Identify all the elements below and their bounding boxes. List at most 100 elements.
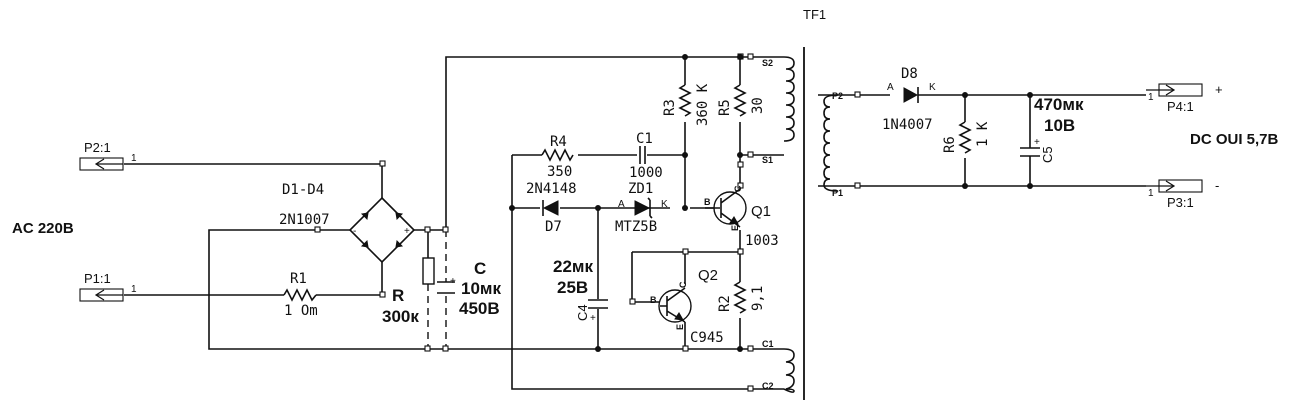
connector-p4-polarity: + (1215, 82, 1223, 97)
zd1-value: MTZ5B (615, 219, 657, 235)
c5-value: 470мк (1034, 95, 1084, 114)
r4-value: 350 (547, 164, 572, 180)
junction-dot (509, 205, 515, 211)
pin-p2-label: P2 (832, 91, 843, 101)
bridge-rectifier[interactable]: - + D1-D4 2N1007 (279, 160, 416, 298)
input-voltage-label: AC 220B (12, 220, 74, 237)
junction-dot (737, 346, 743, 352)
connector-p1-label: P1:1 (84, 271, 111, 286)
bridge-diode-2-icon (395, 212, 404, 221)
c4-ref: C4 (575, 304, 590, 321)
r4-ref: R4 (550, 134, 567, 150)
c5-voltage: 10B (1044, 116, 1075, 135)
c1-ref: C1 (636, 131, 653, 147)
c-value: 10мк (461, 279, 501, 298)
wire-left-bus (511, 155, 740, 390)
secondary-winding-icon (823, 94, 839, 192)
connector-p3-label: P3:1 (1167, 195, 1194, 210)
diode-d8[interactable]: A K D8 1N4007 (882, 66, 936, 133)
d8-value: 1N4007 (882, 117, 933, 133)
c-polarity: + (450, 276, 456, 287)
zd1-cathode-label: K (661, 199, 668, 210)
resistor-r4[interactable]: R4 350 (541, 134, 574, 180)
r-value: 300к (382, 307, 419, 326)
c4-voltage: 25B (557, 278, 588, 297)
transistor-q1[interactable]: B C E Q1 1003 (704, 182, 779, 255)
resistor-r1[interactable]: R1 1 Om (283, 271, 318, 319)
c5-polarity: + (1034, 137, 1040, 148)
junctions (509, 54, 1033, 352)
resistor-r5[interactable]: R5 30 (717, 84, 766, 117)
junction-dot (962, 183, 968, 189)
feedback-winding-icon (783, 348, 795, 393)
wires (124, 56, 1146, 390)
resistor-r[interactable]: R 300к (382, 226, 435, 352)
q2-collector-label: C (678, 281, 688, 288)
bridge-plus: + (404, 226, 410, 237)
primary-winding-icon (783, 56, 795, 142)
junction-dot (682, 205, 688, 211)
bridge-diode-4-icon (395, 239, 404, 248)
d8-anode-label: A (887, 82, 894, 93)
resistor-r3[interactable]: R3 360 K (662, 83, 711, 126)
junction-dot (962, 92, 968, 98)
wire-bridge-minus-return (208, 229, 740, 350)
zd1-anode-label: A (618, 199, 625, 210)
connector-p4-label: P4:1 (1167, 99, 1194, 114)
junction-dot (737, 54, 743, 60)
q1-value: 1003 (745, 233, 779, 249)
capacitor-c[interactable]: + C 10мк 450B (437, 226, 501, 352)
capacitor-c4[interactable]: + 22мк 25B C4 (553, 257, 608, 324)
q1-emitter-label: E (730, 225, 740, 231)
q2-emitter-arrow-icon (674, 312, 684, 321)
q1-ref: Q1 (751, 203, 771, 220)
bridge-minus: - (353, 226, 356, 237)
diode-d7[interactable]: 2N4148 D7 (526, 181, 577, 235)
r3-value: 360 K (695, 83, 711, 126)
bridge-ref: D1-D4 (282, 182, 324, 198)
junction-dot (595, 346, 601, 352)
r5-ref: R5 (717, 99, 733, 116)
connector-p2-pin: 1 (131, 153, 137, 164)
r6-value: 1 K (975, 121, 991, 147)
r6-ref: R6 (942, 136, 958, 153)
capacitor-c1[interactable]: C1 1000 (629, 131, 663, 181)
r5-value: 30 (750, 97, 766, 114)
zd1-ref: ZD1 (628, 181, 653, 197)
wire-p2 (124, 163, 383, 198)
bridge-diode-1-icon (360, 212, 369, 221)
resistor-r2[interactable]: R2 9,1 (717, 248, 766, 314)
r2-ref: R2 (717, 295, 733, 312)
connector-p3[interactable]: P3:1 1 - (1146, 178, 1219, 210)
d7-ref: D7 (545, 219, 562, 235)
c5-ref: C5 (1040, 146, 1055, 163)
c1-value: 1000 (629, 165, 663, 181)
pin-s2-label: S2 (762, 58, 773, 68)
d7-value: 2N4148 (526, 181, 577, 197)
bridge-diode-3-icon (360, 239, 369, 248)
transformer-tf1[interactable]: S2 S1 C1 C2 P2 P1 (737, 47, 861, 400)
zener-zd1[interactable]: A K ZD1 MTZ5B (615, 181, 668, 235)
output-voltage-label: DC OUI 5,7B (1190, 131, 1279, 148)
q1-base-label: B (704, 197, 711, 207)
junction-dot (682, 152, 688, 158)
junction-dot (682, 54, 688, 60)
c4-polarity: + (590, 313, 596, 324)
d8-ref: D8 (901, 66, 918, 82)
wire-r5-s1 (739, 122, 784, 156)
pin-c2-label: C2 (762, 381, 774, 391)
capacitor-c5[interactable]: + C5 470мк 10B (1020, 95, 1084, 163)
connector-p3-pin: 1 (1148, 188, 1154, 199)
transistor-q2[interactable]: B C E Q2 C945 (629, 248, 724, 352)
pin-c1-label: C1 (762, 339, 774, 349)
q1-emitter-arrow-icon (729, 216, 739, 225)
r1-value: 1 Om (284, 303, 318, 319)
connector-p1[interactable]: P1:1 1 (79, 271, 137, 302)
junction-dot (595, 205, 601, 211)
bridge-value: 2N1007 (279, 212, 330, 228)
connector-p2[interactable]: P2:1 1 (79, 140, 137, 171)
connector-p4[interactable]: P4:1 1 + (1146, 82, 1223, 114)
resistor-r6[interactable]: R6 1 K (942, 121, 991, 154)
r2-value: 9,1 (750, 286, 766, 311)
